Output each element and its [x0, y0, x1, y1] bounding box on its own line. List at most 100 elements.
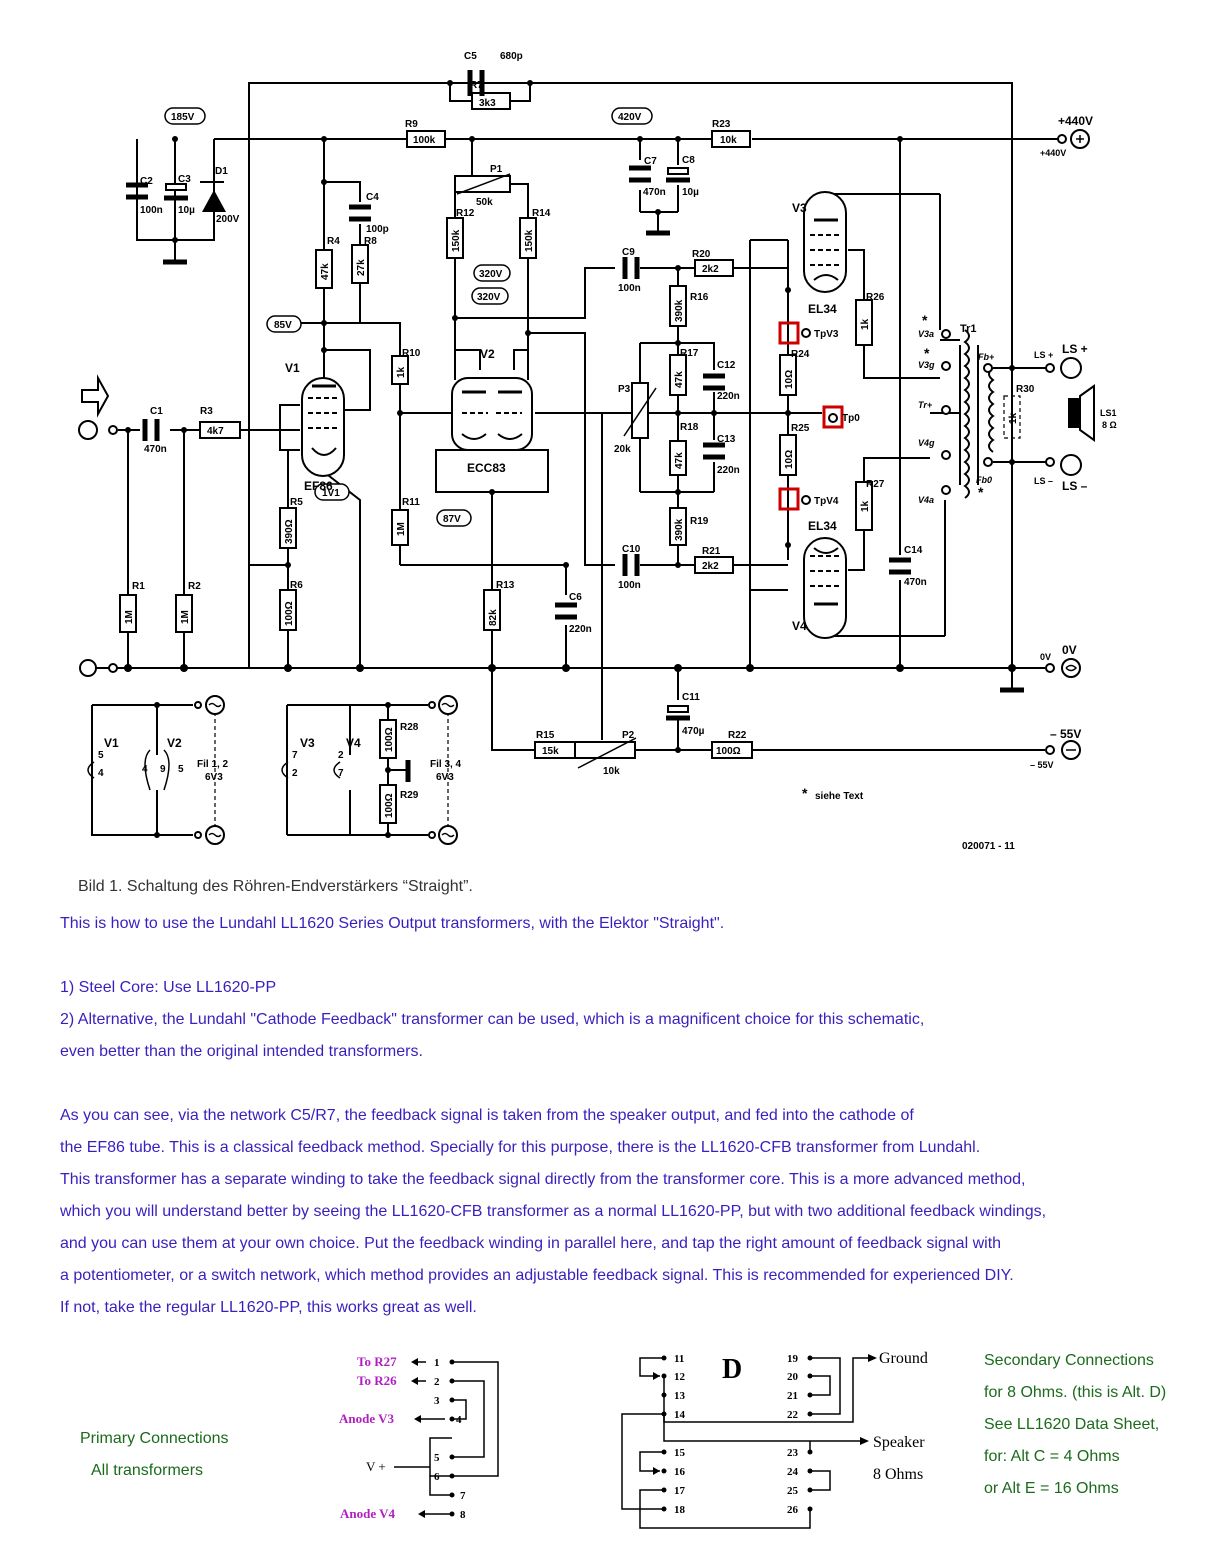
label-anode-v3: Anode V3: [339, 1411, 395, 1426]
sec-pin-23: 23: [787, 1447, 799, 1459]
ls1-label: LS1: [1100, 408, 1117, 418]
voltage-0v-small: 0V: [1040, 652, 1051, 662]
sec-pin-16: 16: [674, 1466, 686, 1478]
fil-v2: V2: [167, 736, 182, 750]
r21-label: R21: [702, 546, 721, 557]
text-line-3: 2) Alternative, the Lundahl "Cathode Fee…: [60, 1011, 925, 1028]
sec-pin-21: 21: [787, 1390, 798, 1402]
text-line-1: This is how to use the Lundahl LL1620 Se…: [60, 915, 725, 932]
sec-pin-19: 19: [787, 1353, 799, 1365]
r4-value: 47k: [320, 263, 331, 280]
voltage-85v: 85V: [274, 320, 292, 331]
r30-value: 1k: [1008, 412, 1019, 424]
r17-value: 47k: [674, 371, 685, 388]
pri-pin-4: 4: [456, 1414, 462, 1426]
r19-label: R19: [690, 516, 709, 527]
p1-value: 50k: [476, 197, 493, 208]
v2-label: V2: [480, 347, 495, 361]
svg-text:*: *: [978, 484, 984, 500]
text-line-5: As you can see, via the network C5/R7, t…: [60, 1107, 914, 1124]
text-line-7: This transformer has a separate winding …: [60, 1171, 1026, 1188]
label-8-ohms: 8 Ohms: [873, 1466, 923, 1483]
tr-v4g: V4g: [918, 438, 935, 448]
c14-value: 470n: [904, 577, 927, 588]
label-speaker: Speaker: [873, 1434, 925, 1451]
r15-value: 15k: [542, 746, 559, 757]
voltage-320v-a: 320V: [479, 269, 503, 280]
r10-label: R10: [402, 348, 421, 359]
c4-value: 100p: [366, 224, 389, 235]
c12-label: C12: [717, 360, 736, 371]
r27-value: 1k: [860, 500, 871, 512]
r2-label: R2: [188, 581, 201, 592]
c3-value: 10µ: [178, 205, 195, 216]
r11-value: 1M: [396, 522, 407, 536]
c13-value: 220n: [717, 465, 740, 476]
pri-pin-6: 6: [434, 1471, 440, 1483]
r22-label: R22: [728, 730, 747, 741]
tr-v3a: V3a: [918, 329, 934, 339]
c10-label: C10: [622, 544, 641, 555]
alt-letter: D: [722, 1354, 742, 1385]
v2-type: ECC83: [467, 461, 506, 475]
r28-value: 100Ω: [384, 727, 395, 752]
voltage-plus440: +440V: [1058, 114, 1093, 128]
sec-pin-15: 15: [674, 1447, 686, 1459]
r18-value: 47k: [674, 452, 685, 469]
secondary-note-3: See LL1620 Data Sheet,: [984, 1416, 1160, 1433]
voltage-420v: 420V: [618, 112, 642, 123]
r9-label: R9: [405, 119, 418, 130]
sec-pin-12: 12: [674, 1371, 686, 1383]
fil-12-voltage: 6V3: [205, 772, 223, 783]
r4-label: R4: [327, 236, 340, 247]
sec-pin-14: 14: [674, 1409, 686, 1421]
voltage-minus55-small: – 55V: [1030, 760, 1054, 770]
fil-pin-7b: 7: [338, 768, 344, 779]
pri-pin-8: 8: [460, 1509, 466, 1521]
label-to-r27: To R27: [357, 1354, 397, 1369]
label-ground: Ground: [879, 1350, 928, 1367]
sec-pin-26: 26: [787, 1504, 799, 1516]
d1-value: 200V: [216, 214, 240, 225]
text-line-10: a potentiometer, or a switch network, wh…: [60, 1267, 1014, 1284]
testpoint-tp0: Tp0: [842, 413, 860, 424]
pri-pin-1: 1: [434, 1357, 440, 1369]
r25-label: R25: [791, 423, 810, 434]
text-line-11: If not, take the regular LL1620-PP, this…: [60, 1299, 477, 1316]
r14-value: 150k: [524, 229, 535, 252]
r20-label: R20: [692, 249, 711, 260]
fil-34-voltage: 6V3: [436, 772, 454, 783]
sec-pin-18: 18: [674, 1504, 686, 1516]
c7-label: C7: [644, 156, 657, 167]
pri-pin-2: 2: [434, 1376, 440, 1388]
fil-v4: V4: [346, 736, 361, 750]
d1-label: D1: [215, 166, 228, 177]
fil-pin-5b: 5: [178, 764, 184, 775]
pri-pin-5: 5: [434, 1452, 440, 1464]
p3-value: 20k: [614, 444, 631, 455]
tr-trplus: Tr+: [918, 400, 933, 410]
secondary-note-4: for: Alt C = 4 Ohms: [984, 1448, 1120, 1465]
text-line-9: and you can use them at your own choice.…: [60, 1235, 1002, 1252]
ls-plus: LS +: [1062, 342, 1088, 356]
r2-value: 1M: [180, 610, 191, 624]
svg-text:*: *: [922, 312, 928, 328]
r26-value: 1k: [860, 318, 871, 330]
v4-label: V4: [792, 619, 807, 633]
sec-pin-17: 17: [674, 1485, 686, 1497]
r26-label: R26: [866, 292, 885, 303]
c6-label: C6: [569, 592, 582, 603]
pri-pin-3: 3: [434, 1395, 440, 1407]
r8-label: R8: [364, 236, 377, 247]
label-anode-v4: Anode V4: [340, 1506, 396, 1521]
r6-value: 100Ω: [284, 601, 295, 626]
fil-34-label: Fil 3, 4: [430, 759, 462, 770]
p2-value: 10k: [603, 766, 620, 777]
v3-label: V3: [792, 201, 807, 215]
r3-label: R3: [200, 406, 213, 417]
pri-pin-7: 7: [460, 1490, 466, 1502]
testpoint-tpv4: TpV4: [814, 496, 839, 507]
testpoint-tpv3: TpV3: [814, 329, 839, 340]
voltage-1v1: 1V1: [322, 488, 340, 499]
voltage-87v: 87V: [443, 514, 461, 525]
